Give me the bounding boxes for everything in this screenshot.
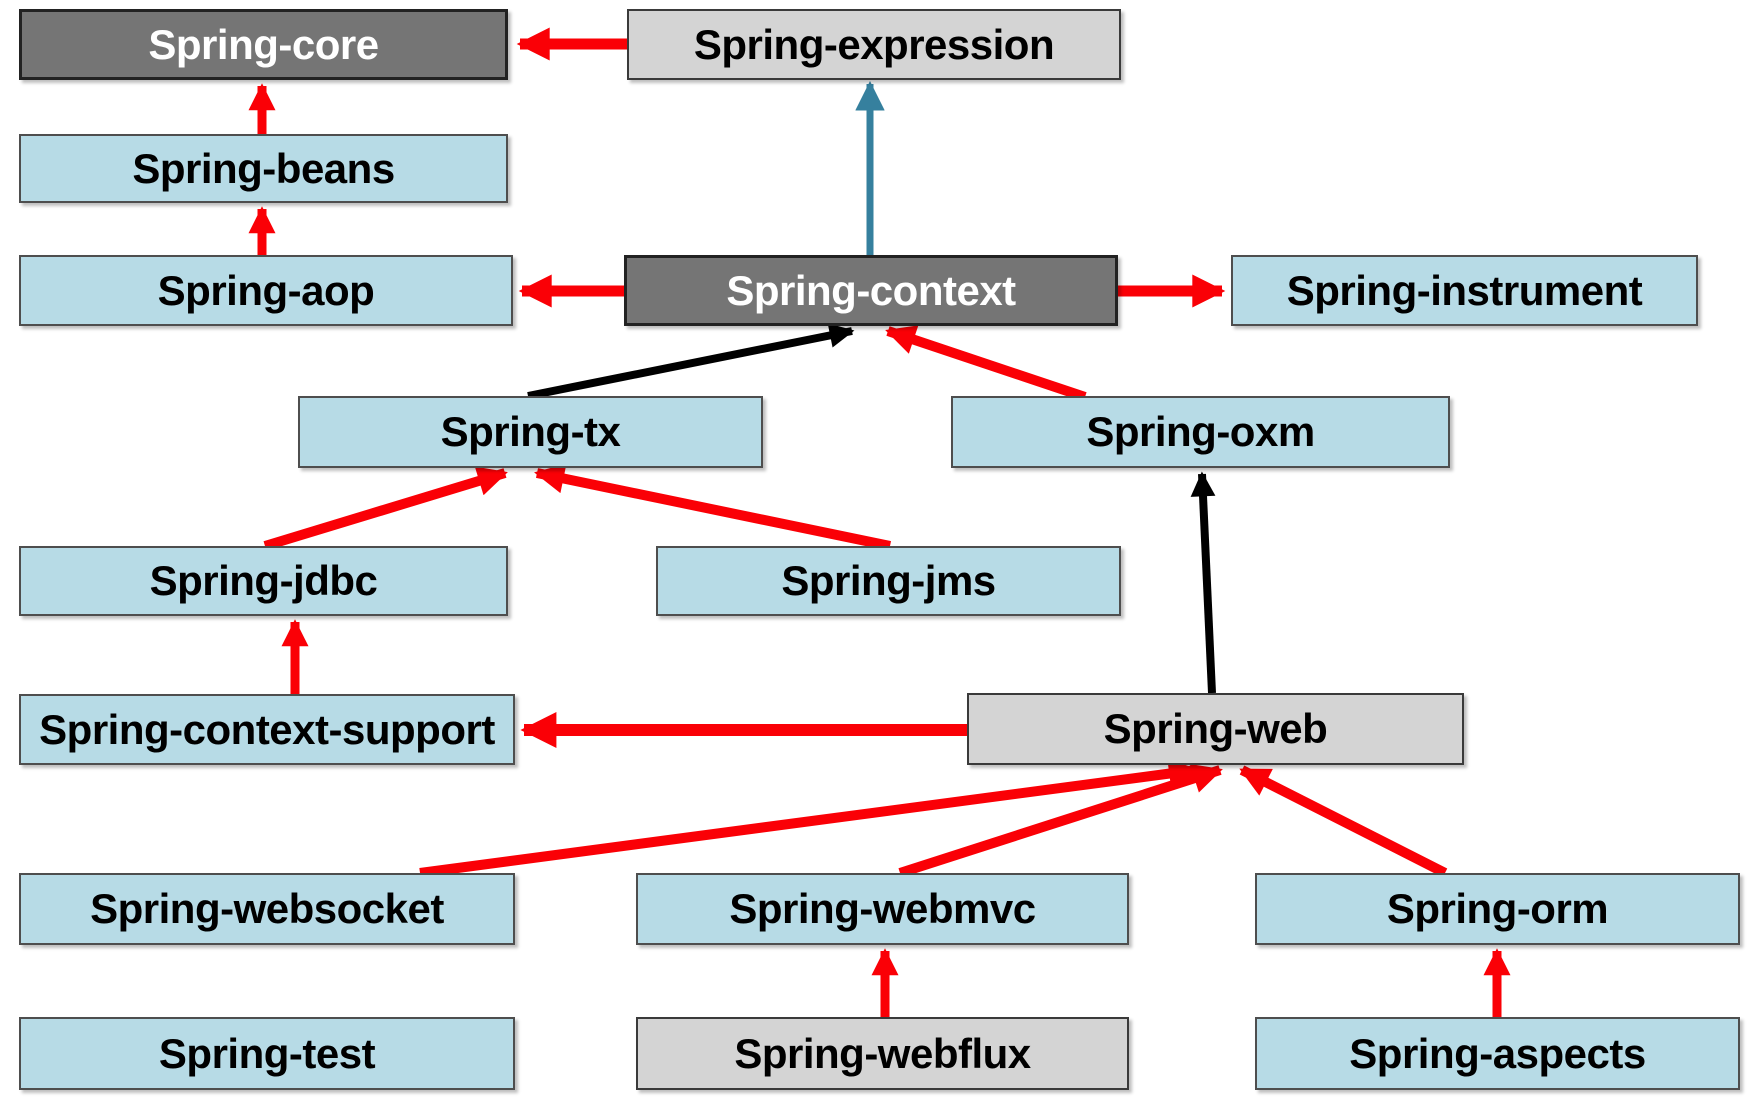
edge-spring-orm-to-spring-web [1239,765,1448,878]
node-label-spring-webmvc: Spring-webmvc [729,885,1036,932]
node-spring-webmvc: Spring-webmvc [636,873,1129,945]
node-label-spring-tx: Spring-tx [440,408,621,455]
node-label-spring-core: Spring-core [148,20,379,68]
node-spring-context-support: Spring-context-support [19,694,515,765]
node-spring-beans: Spring-beans [19,134,508,203]
node-label-spring-beans: Spring-beans [132,144,395,192]
node-spring-context: Spring-context [624,255,1118,326]
node-spring-tx: Spring-tx [298,396,763,468]
node-label-spring-oxm: Spring-oxm [1086,408,1315,455]
edge-spring-tx-to-spring-context [527,323,855,400]
edge-spring-jdbc-to-spring-tx [263,466,508,551]
node-spring-test: Spring-test [19,1017,515,1090]
node-label-spring-web: Spring-web [1103,705,1328,752]
node-spring-core: Spring-core [19,9,508,80]
node-label-spring-webflux: Spring-webflux [734,1029,1031,1077]
node-spring-aspects: Spring-aspects [1255,1017,1740,1090]
node-label-spring-aop: Spring-aop [157,266,375,314]
edge-spring-web-to-spring-oxm [1190,471,1216,694]
node-spring-webflux: Spring-webflux [636,1017,1129,1090]
node-label-spring-expression: Spring-expression [693,20,1055,68]
node-label-spring-test: Spring-test [158,1029,376,1077]
node-label-spring-websocket: Spring-websocket [90,885,444,932]
edge-spring-oxm-to-spring-context [885,325,1087,402]
node-spring-instrument: Spring-instrument [1231,255,1698,326]
node-spring-expression: Spring-expression [627,9,1121,80]
node-spring-jdbc: Spring-jdbc [19,546,508,616]
edge-spring-jms-to-spring-tx [534,463,892,551]
node-spring-jms: Spring-jms [656,546,1121,616]
node-label-spring-jms: Spring-jms [781,557,996,604]
node-spring-websocket: Spring-websocket [19,873,515,945]
node-spring-aop: Spring-aop [19,255,513,326]
node-label-spring-context-support: Spring-context-support [39,705,495,753]
edge-spring-websocket-to-spring-web [419,758,1199,878]
edge-spring-webmvc-to-spring-web [898,763,1223,878]
node-label-spring-jdbc: Spring-jdbc [149,557,378,604]
node-spring-orm: Spring-orm [1255,873,1740,945]
node-spring-web: Spring-web [967,693,1464,765]
node-label-spring-instrument: Spring-instrument [1286,266,1643,314]
node-label-spring-context: Spring-context [726,266,1016,314]
node-label-spring-orm: Spring-orm [1386,885,1609,932]
node-spring-oxm: Spring-oxm [951,396,1450,468]
node-label-spring-aspects: Spring-aspects [1349,1029,1646,1077]
